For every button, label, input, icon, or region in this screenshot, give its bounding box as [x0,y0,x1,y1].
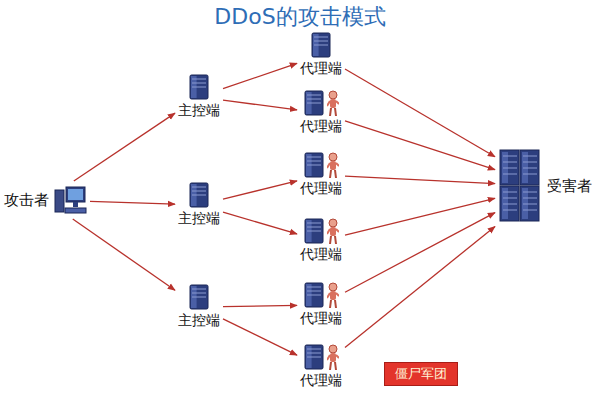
agent-server: 代理端 [300,152,342,198]
victim-server: 受害者 [498,148,592,224]
node-label: 代理端 [300,60,342,78]
icon-group [304,218,339,244]
diagram-title: DDoS的攻击模式 [214,4,385,29]
icon-group [189,284,209,310]
server-icon [304,282,324,308]
computer-icon [53,184,87,216]
icon-group [304,282,339,308]
node-label: 攻击者 [4,191,49,210]
node-label: 主控端 [178,210,220,228]
zombie-figure [327,282,339,308]
attacker-computer: 攻击者 [4,184,87,216]
agent-server: 代理端 [300,282,342,328]
master-server: 主控端 [178,284,220,330]
server-icon [189,182,209,208]
node-label: 受害者 [547,177,592,196]
node-label: 代理端 [300,310,342,328]
zombie-army-tag: 僵尸军团 [384,362,458,386]
node-label: 代理端 [300,246,342,264]
attack-arrow [345,226,495,347]
icon-group [304,90,339,116]
master-server: 主控端 [178,74,220,120]
node-label: 代理端 [300,118,342,136]
server-cluster-icon [498,148,542,224]
node-label: 僵尸军团 [395,365,447,383]
zombie-figure [327,344,339,370]
icon-group [304,152,339,178]
server-icon [304,218,324,244]
server-icon [189,74,209,100]
attack-arrow [223,319,297,355]
icon-group [311,32,331,58]
title-box: DDoS的攻击模式 [0,2,600,32]
attack-arrow [345,176,495,183]
agent-server: 代理端 [300,90,342,136]
zombie-figure [327,152,339,178]
server-icon [304,344,324,370]
server-icon [304,90,324,116]
attack-arrow [223,100,297,110]
attack-arrow [223,212,297,234]
icon-group [304,344,339,370]
server-icon [304,152,324,178]
node-label: 主控端 [178,312,220,330]
attack-arrow [345,213,495,293]
attack-arrow [345,69,495,157]
server-icon [189,284,209,310]
zombie-figure [327,218,339,244]
attack-arrow [73,219,175,290]
attack-arrow [90,201,175,204]
zombie-figure [327,90,339,116]
server-icon [311,32,331,58]
icon-group [189,74,209,100]
node-label: 主控端 [178,102,220,120]
attack-arrow [345,121,495,170]
agent-server: 代理端 [300,32,342,78]
node-label: 代理端 [300,180,342,198]
icon-group [189,182,209,208]
attack-arrow [345,198,495,235]
attack-arrow [223,63,297,88]
agent-server: 代理端 [300,344,342,390]
attack-arrow [223,305,297,306]
node-label: 代理端 [300,372,342,390]
agent-server: 代理端 [300,218,342,264]
master-server: 主控端 [178,182,220,228]
attack-arrow [74,113,175,181]
attack-arrow [223,181,297,199]
